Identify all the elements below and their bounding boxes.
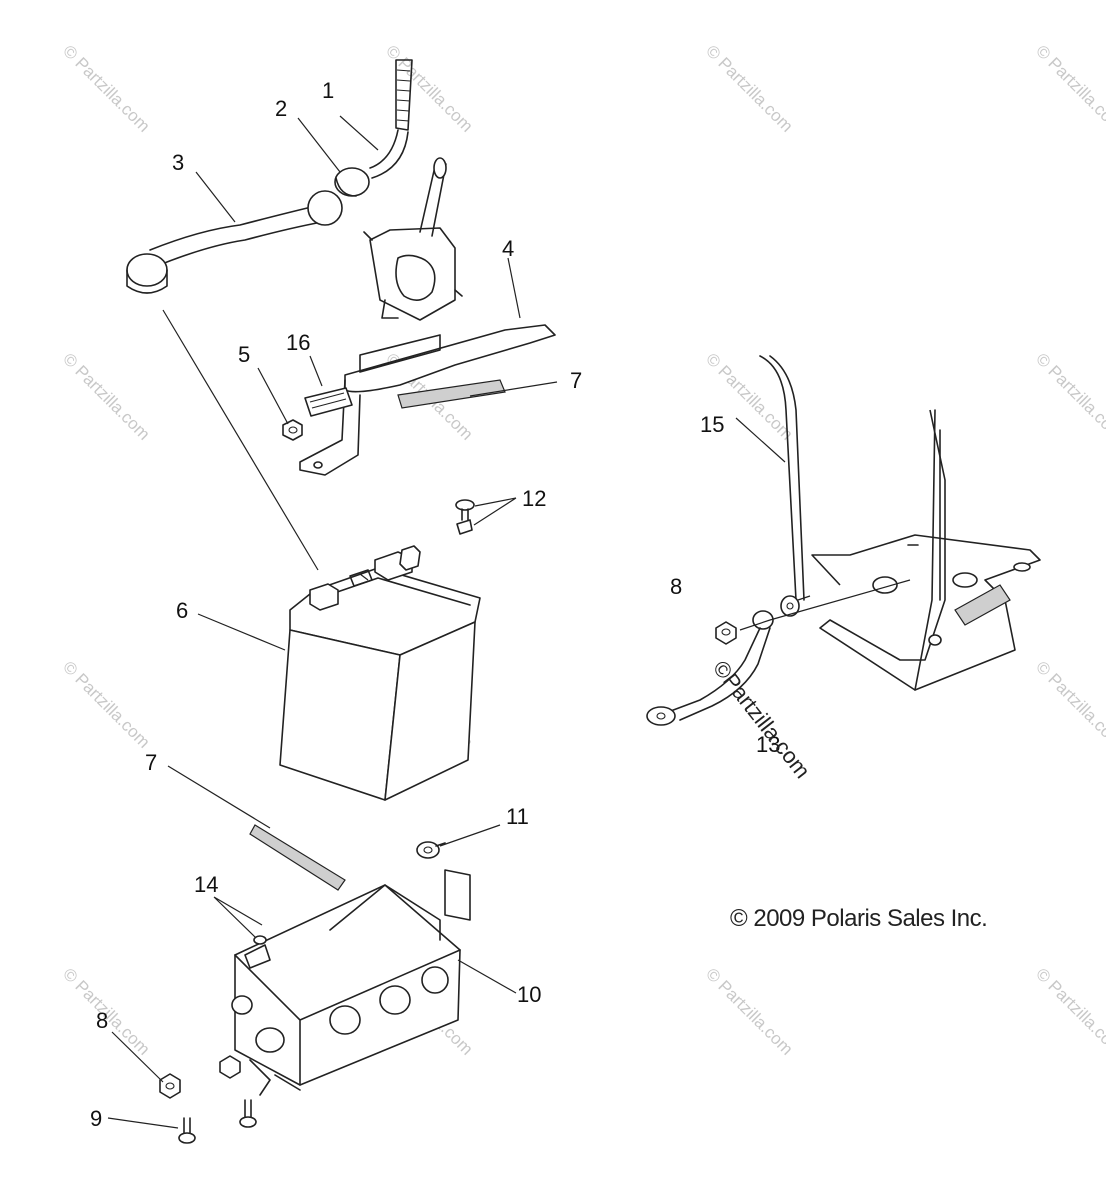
part-screw-clip (455, 499, 475, 535)
callout: 1 (322, 78, 334, 103)
watermark: © Partzilla.com (1032, 349, 1106, 443)
part-cable-end (369, 59, 413, 179)
callout: 7 (570, 368, 582, 393)
callout: 10 (517, 982, 541, 1007)
copyright-notice: © 2009 Polaris Sales Inc. (730, 905, 988, 932)
callout: 11 (506, 804, 529, 829)
overlay-watermark: ©Partzilla.com (708, 656, 815, 783)
part-bolts (178, 1099, 257, 1144)
part-frame (811, 409, 1041, 691)
part-pad-lower (249, 824, 346, 891)
part-ground-cable-15 (759, 355, 805, 617)
callout: 7 (145, 750, 157, 775)
part-screw (416, 841, 446, 859)
part-pad (397, 379, 506, 409)
callout: 14 (194, 872, 218, 897)
callout: 2 (275, 96, 287, 121)
callout: 15 (700, 412, 724, 437)
part-nut-lower (159, 1055, 241, 1099)
callout: 13 (756, 732, 780, 757)
part-solenoid (363, 157, 463, 321)
watermark: © Partzilla.com (1032, 964, 1106, 1058)
callout: 8 (96, 1008, 108, 1033)
part-nut (282, 419, 303, 441)
part-battery-cable (126, 190, 343, 294)
callout-labels: 1 2 3 4 5 16 7 12 6 7 11 14 10 8 9 15 8 … (90, 78, 780, 1131)
watermark: © Partzilla.com (59, 41, 153, 135)
watermark: © Partzilla.com (59, 657, 153, 751)
callout: 16 (286, 330, 310, 355)
callout: 12 (522, 486, 546, 511)
part-battery-box (231, 869, 471, 1096)
callout: 8 (670, 574, 682, 599)
part-nut-right (715, 621, 737, 645)
watermark: © Partzilla.com (59, 349, 153, 443)
part-terminal-boot (334, 167, 370, 197)
leader-lines-right (735, 417, 911, 631)
callout: 6 (176, 598, 188, 623)
part-label (304, 387, 353, 417)
leader-lines (107, 115, 558, 1129)
watermark: © Partzilla.com (1032, 41, 1106, 135)
callout: 4 (502, 236, 514, 261)
watermark: © Partzilla.com (1032, 657, 1106, 751)
callout: 3 (172, 150, 184, 175)
watermark: © Partzilla.com (702, 41, 796, 135)
part-battery (279, 545, 481, 801)
callout: 5 (238, 342, 250, 367)
callout: 9 (90, 1106, 102, 1131)
watermark: © Partzilla.com (702, 964, 796, 1058)
